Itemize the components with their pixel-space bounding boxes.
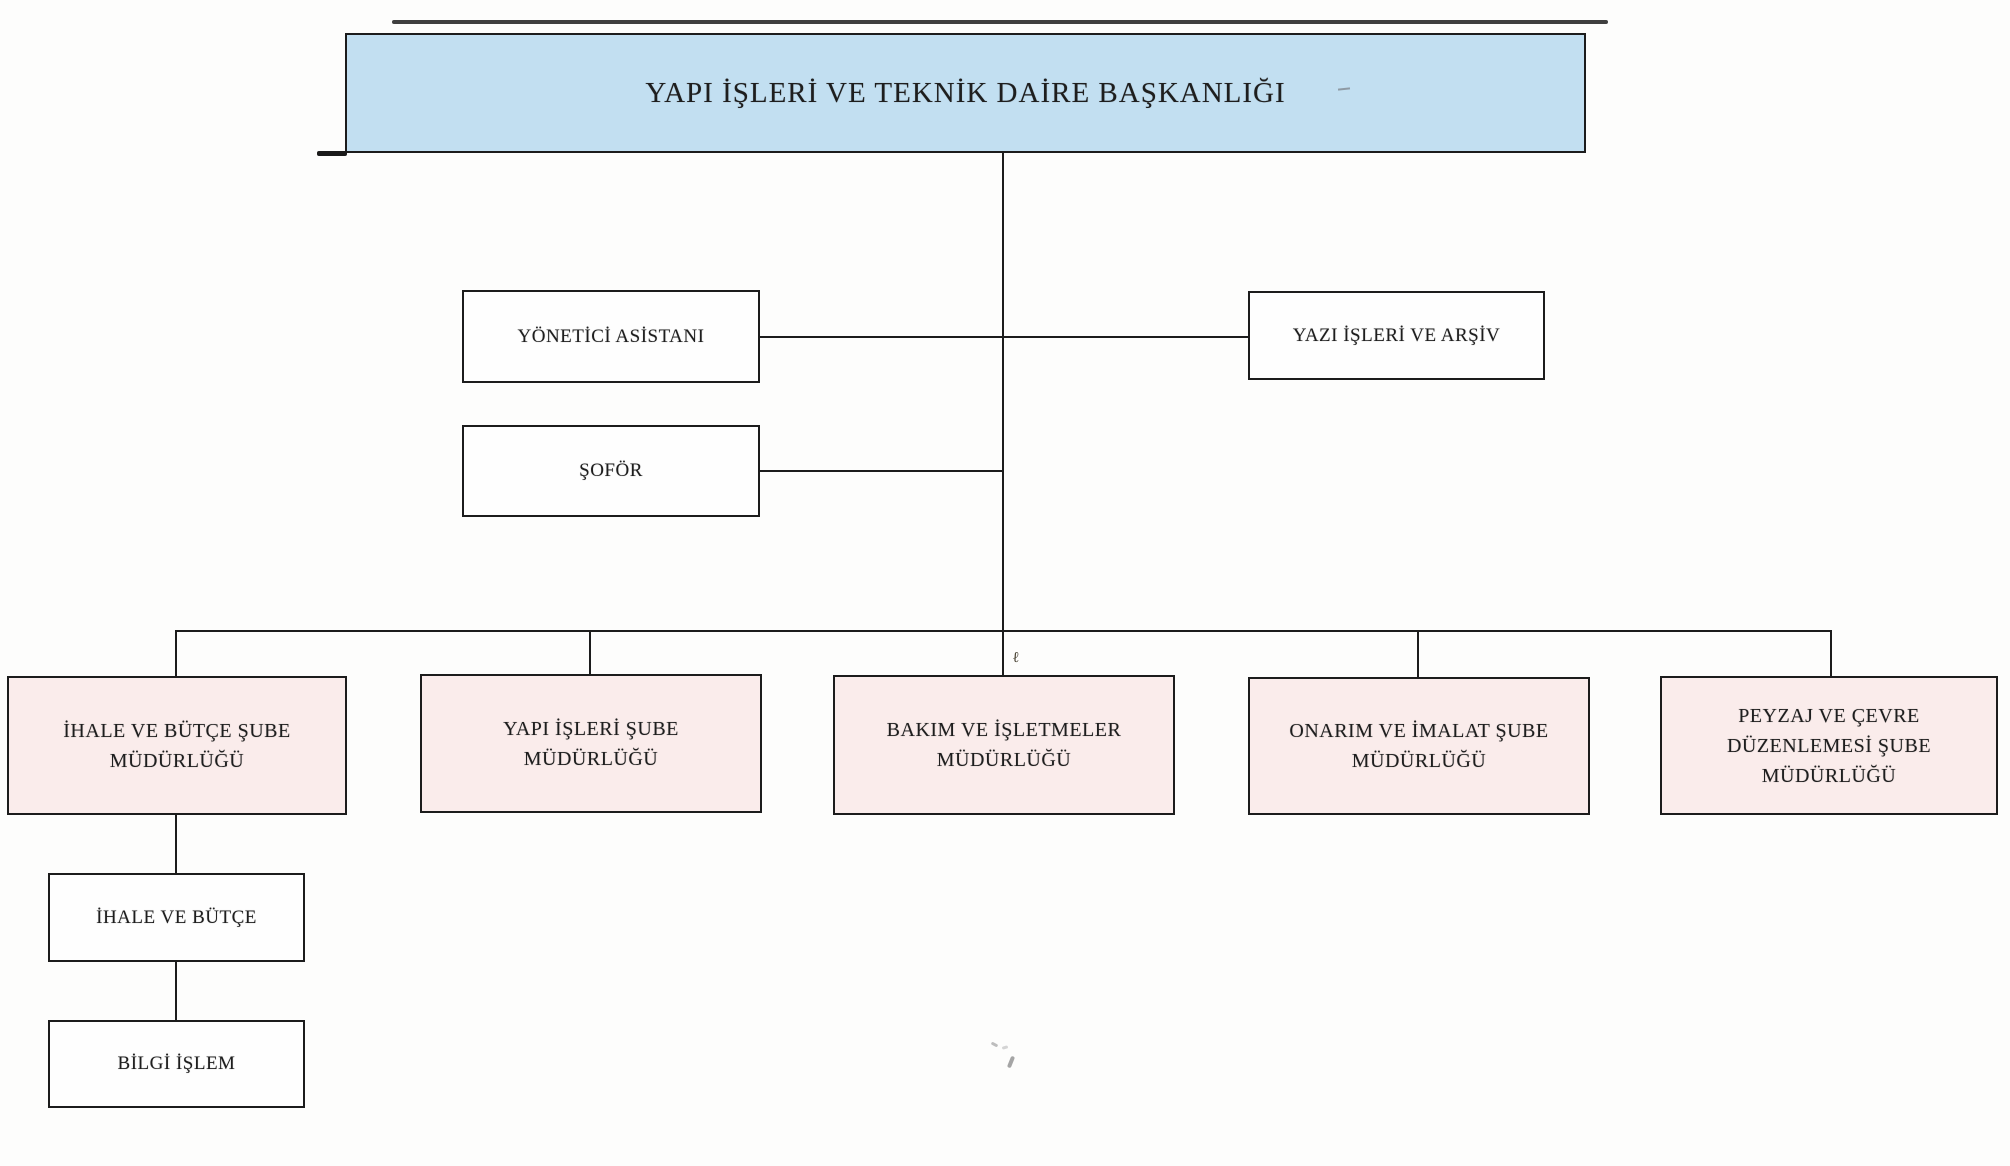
scan-artifact-top-streak bbox=[392, 20, 1608, 24]
connector-ihale-ve-butce bbox=[175, 815, 177, 873]
onarim-ve-imalat-sube-label: ONARIM VE İMALAT ŞUBE MÜDÜRLÜĞÜ bbox=[1289, 720, 1549, 772]
org-box-ihale-ve-butce: İHALE VE BÜTÇE bbox=[48, 873, 305, 962]
scan-artifact-corner-blob bbox=[317, 151, 347, 156]
bilgi-islem-label: BİLGİ İŞLEM bbox=[117, 1053, 236, 1074]
connector-stub-onarim bbox=[1417, 630, 1419, 677]
org-box-yonetici-asistani: YÖNETİCİ ASİSTANI bbox=[462, 290, 760, 383]
org-box-peyzaj-ve-cevre-duzenlemesi-sube-mudurlugu: PEYZAJ VE ÇEVRE DÜZENLEMESİ ŞUBE MÜDÜRLÜ… bbox=[1660, 676, 1998, 815]
ihale-ve-butce-sube-label: İHALE VE BÜTÇE ŞUBE MÜDÜRLÜĞÜ bbox=[63, 719, 291, 772]
peyzaj-ve-cevre-label: PEYZAJ VE ÇEVRE DÜZENLEMESİ ŞUBE MÜDÜRLÜ… bbox=[1726, 704, 1932, 787]
org-box-sofor: ŞOFÖR bbox=[462, 425, 760, 517]
connector-bilgi-islem bbox=[175, 962, 177, 1020]
connector-yonetici-asistani bbox=[760, 336, 1003, 338]
org-box-bakim-ve-isletmeler-mudurlugu: BAKIM VE İŞLETMELER MÜDÜRLÜĞÜ bbox=[833, 675, 1175, 815]
connector-stub-yapi-isleri bbox=[589, 630, 591, 674]
connector-stub-peyzaj bbox=[1830, 630, 1832, 676]
yonetici-asistani-label: YÖNETİCİ ASİSTANI bbox=[517, 325, 705, 347]
connector-yazi-isleri bbox=[1003, 336, 1248, 338]
org-title-label: YAPI İŞLERİ VE TEKNİK DAİRE BAŞKANLIĞI bbox=[645, 76, 1286, 109]
sofor-label: ŞOFÖR bbox=[579, 460, 643, 481]
connector-sofor bbox=[760, 470, 1003, 472]
yapi-isleri-sube-label: YAPI İŞLERİ ŞUBE MÜDÜRLÜĞÜ bbox=[503, 717, 679, 770]
ihale-ve-butce-label: İHALE VE BÜTÇE bbox=[96, 906, 257, 928]
scan-artifact-speck bbox=[1006, 1055, 1016, 1069]
org-box-daire-baskanligi: YAPI İŞLERİ VE TEKNİK DAİRE BAŞKANLIĞI bbox=[345, 33, 1586, 153]
org-box-yazi-isleri-ve-arsiv: YAZI İŞLERİ VE ARŞİV bbox=[1248, 291, 1545, 380]
bakim-ve-isletmeler-label: BAKIM VE İŞLETMELER MÜDÜRLÜĞÜ bbox=[886, 719, 1122, 771]
org-box-yapi-isleri-sube-mudurlugu: YAPI İŞLERİ ŞUBE MÜDÜRLÜĞÜ bbox=[420, 674, 762, 813]
scan-artifact-speck bbox=[990, 1041, 999, 1048]
scan-artifact-squiggle: ℓ bbox=[1012, 649, 1020, 667]
yazi-isleri-ve-arsiv-label: YAZI İŞLERİ VE ARŞİV bbox=[1292, 324, 1501, 346]
scan-artifact-speck bbox=[1001, 1045, 1009, 1050]
org-box-onarim-ve-imalat-sube-mudurlugu: ONARIM VE İMALAT ŞUBE MÜDÜRLÜĞÜ bbox=[1248, 677, 1590, 815]
org-box-bilgi-islem: BİLGİ İŞLEM bbox=[48, 1020, 305, 1108]
connector-stub-ihale-sube bbox=[175, 630, 177, 676]
org-box-ihale-ve-butce-sube-mudurlugu: İHALE VE BÜTÇE ŞUBE MÜDÜRLÜĞÜ bbox=[7, 676, 347, 815]
connector-departments-bus bbox=[175, 630, 1832, 632]
connector-trunk bbox=[1002, 153, 1004, 677]
